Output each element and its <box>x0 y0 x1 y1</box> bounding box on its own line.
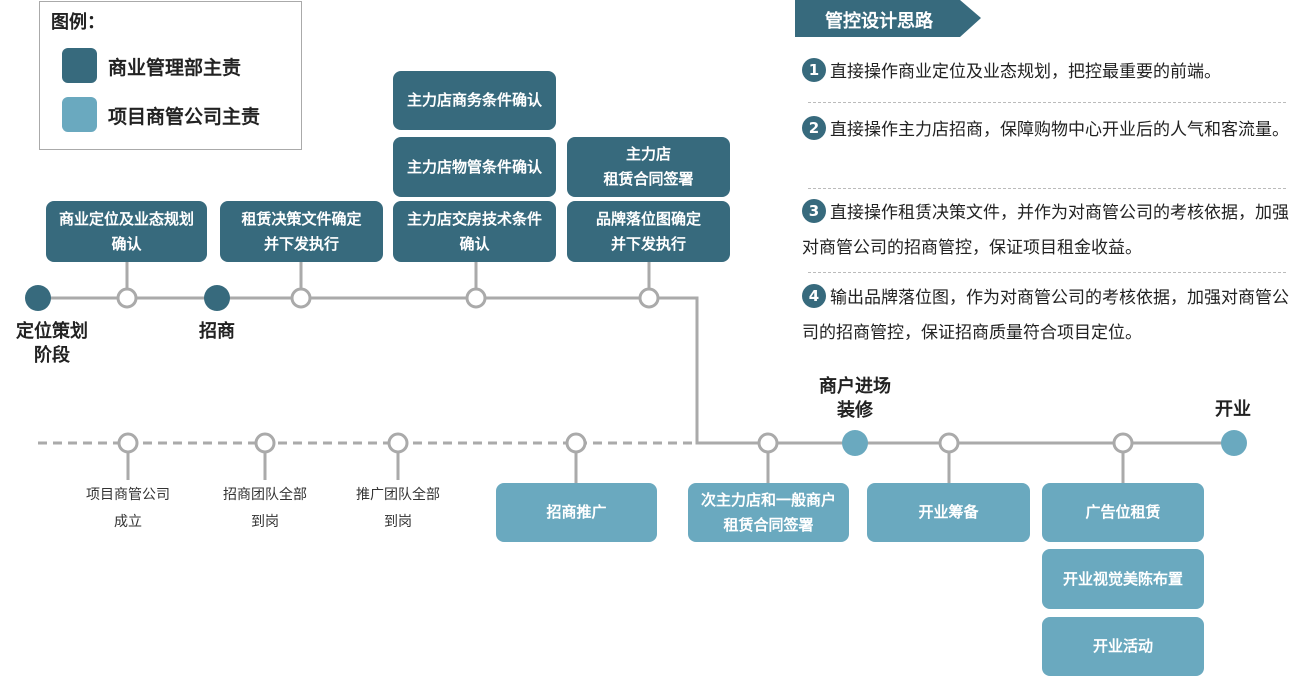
panel-item-text: 输出品牌落位图，作为对商管公司的考核依据，加强对商管公司的招商管控，保证招商质量… <box>802 288 1289 343</box>
task-box: 商业定位及业态规划 确认 <box>46 201 207 262</box>
task-box: 开业视觉美陈布置 <box>1042 549 1204 609</box>
node <box>757 432 779 454</box>
node <box>465 287 487 309</box>
milestone-label: 推广团队全部 到岗 <box>356 487 440 530</box>
number-badge-icon: 2 <box>802 116 826 140</box>
panel-item-text: 直接操作商业定位及业态规划，把控最重要的前端。 <box>830 62 1221 82</box>
panel-title: 管控设计思路 <box>795 0 981 37</box>
stage-leasing: 招商 <box>199 321 235 342</box>
divider <box>808 102 1286 103</box>
milestone-opening <box>1221 430 1247 456</box>
task-box: 主力店商务条件确认 <box>393 71 556 130</box>
task-box: 主力店物管条件确认 <box>393 137 556 197</box>
task-box: 次主力店和一般商户 租赁合同签署 <box>688 483 849 542</box>
task-box: 租赁决策文件确定 并下发执行 <box>220 201 383 262</box>
task-box: 品牌落位图确定 并下发执行 <box>567 201 730 262</box>
task-box: 主力店 租赁合同签署 <box>567 137 730 197</box>
node <box>1112 432 1134 454</box>
timeline-upper-line <box>38 296 1234 445</box>
stage-fitout: 商户进场 装修 <box>819 376 891 421</box>
divider <box>808 272 1286 273</box>
legend: 图例： 商业管理部主责 项目商管公司主责 <box>39 1 302 150</box>
number-badge-icon: 4 <box>802 284 826 308</box>
node <box>116 287 138 309</box>
milestone-leasing <box>204 285 230 311</box>
milestone-fitout <box>842 430 868 456</box>
number-badge-icon: 1 <box>802 58 826 82</box>
node <box>938 432 960 454</box>
node <box>290 287 312 309</box>
node <box>387 432 409 454</box>
task-box: 广告位租赁 <box>1042 483 1204 542</box>
task-box: 招商推广 <box>496 483 657 542</box>
task-box: 主力店交房技术条件 确认 <box>393 201 556 262</box>
milestone-label: 项目商管公司 成立 <box>86 487 170 530</box>
number-badge-icon: 3 <box>802 199 826 223</box>
divider <box>808 188 1286 189</box>
stage-opening: 开业 <box>1215 399 1251 420</box>
node <box>117 432 139 454</box>
node <box>254 432 276 454</box>
panel-item-text: 直接操作租赁决策文件，并作为对商管公司的考核依据，加强对商管公司的招商管控，保证… <box>802 203 1289 258</box>
milestone-planning <box>25 285 51 311</box>
node <box>638 287 660 309</box>
milestone-label: 招商团队全部 到岗 <box>223 487 307 530</box>
task-box: 开业活动 <box>1042 617 1204 676</box>
node <box>565 432 587 454</box>
stage-planning: 定位策划 阶段 <box>16 321 88 366</box>
panel-item-text: 直接操作主力店招商，保障购物中心开业后的人气和客流量。 <box>830 120 1289 140</box>
legend-swatch-light <box>62 97 97 132</box>
legend-title: 图例： <box>51 12 105 33</box>
legend-label-dark: 商业管理部主责 <box>108 57 242 79</box>
legend-swatch-dark <box>62 48 97 83</box>
task-box: 开业筹备 <box>867 483 1030 542</box>
legend-label-light: 项目商管公司主责 <box>108 106 261 128</box>
